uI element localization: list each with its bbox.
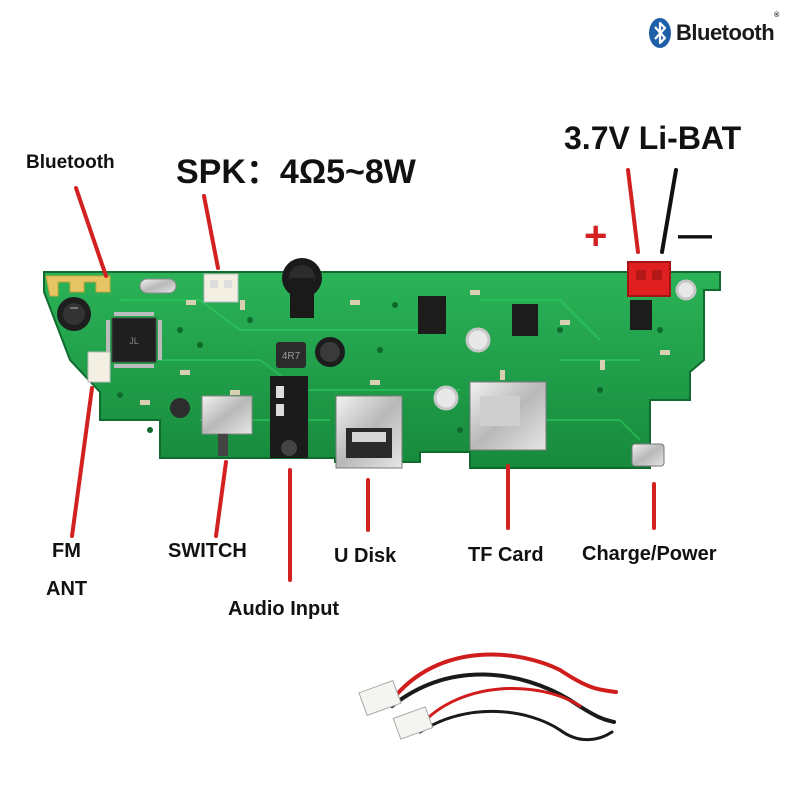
- battery-connector: [627, 261, 671, 297]
- label-minus: —: [678, 216, 712, 254]
- audio-jack: [270, 376, 308, 458]
- vias: [117, 297, 663, 433]
- pointer-speaker: [202, 194, 220, 270]
- pointer-switch: [214, 460, 228, 538]
- bluetooth-logo: Bluetooth®: [648, 12, 779, 50]
- pointer-lines: [70, 168, 656, 582]
- label-audio-input: Audio Input: [228, 598, 340, 620]
- coil: [170, 398, 190, 418]
- inductor-marking: 4R7: [282, 351, 301, 362]
- pointer-battery-plus: [626, 168, 640, 254]
- bluetooth-antenna: [45, 275, 111, 297]
- label-speaker: SPK：4Ω5~8W: [176, 153, 416, 191]
- smd-parts: [140, 290, 670, 405]
- amp-ic-1: [418, 296, 446, 334]
- mounting-holes: [433, 279, 697, 411]
- bluetooth-icon: [649, 18, 671, 48]
- amp-ic-2: [512, 304, 538, 336]
- charge-ic: [630, 300, 652, 330]
- crystal: [139, 278, 177, 294]
- svg-text:JL: JL: [129, 336, 139, 346]
- pointer-bluetooth: [74, 186, 108, 278]
- label-charge-power: Charge/Power: [582, 543, 717, 565]
- label-battery: 3.7V Li-BAT: [564, 120, 742, 156]
- jst-plug-2: [392, 706, 434, 740]
- capacitor-top: [282, 258, 322, 318]
- label-fm: FM: [52, 540, 81, 562]
- bluetooth-chip: JL: [111, 317, 157, 363]
- speaker-connector: [203, 273, 239, 303]
- label-ant: ANT: [46, 578, 88, 600]
- pointer-battery-minus: [660, 168, 678, 254]
- connector-cable: [390, 652, 618, 742]
- fm-antenna-connector: [87, 351, 111, 383]
- label-switch: SWITCH: [168, 540, 247, 562]
- capacitor-mid: [315, 337, 345, 367]
- label-bluetooth: Bluetooth: [26, 152, 115, 173]
- bluetooth-logo-text: Bluetooth®: [676, 12, 779, 45]
- inductor: [276, 342, 306, 368]
- label-tf-card: TF Card: [468, 544, 544, 566]
- label-u-disk: U Disk: [334, 545, 397, 567]
- power-switch: [201, 395, 253, 456]
- micro-usb-port: [631, 443, 665, 467]
- usb-port: [335, 395, 403, 469]
- jst-plug-1: [358, 679, 402, 717]
- capacitor-left: [57, 297, 91, 331]
- pointer-fm: [70, 386, 94, 538]
- label-plus: +: [584, 214, 608, 258]
- tf-card-slot: [469, 381, 547, 451]
